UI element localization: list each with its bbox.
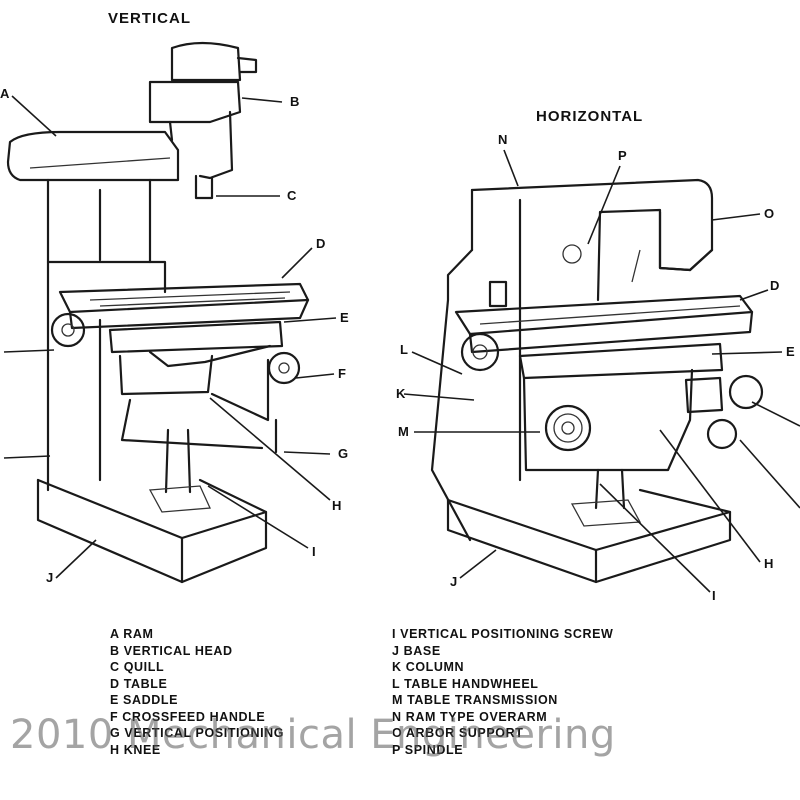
horizontal-mill-drawing (403, 149, 800, 593)
callout-m-horizontal: M (398, 424, 409, 439)
callout-e-vertical: E (340, 310, 349, 325)
callout-j-vertical: J (46, 570, 54, 585)
legend-item: K COLUMN (392, 660, 465, 674)
callout-b-vertical: B (290, 94, 300, 109)
legend-item: H KNEE (110, 742, 161, 757)
legend-item: L TABLE HANDWHEEL (392, 676, 539, 691)
callout-c-vertical: C (287, 188, 297, 203)
legend-item: C QUILL (110, 660, 165, 674)
callout-n-horizontal: N (498, 132, 508, 147)
callout-j-horizontal: J (450, 574, 458, 589)
legend-item: M TABLE TRANSMISSION (392, 693, 558, 707)
legend-item: G VERTICAL POSITIONING (110, 726, 285, 740)
callout-k-horizontal: K (396, 386, 406, 401)
callout-h-horizontal: H (764, 556, 774, 571)
legend-item: E SADDLE (110, 693, 179, 707)
legend-item: D TABLE (110, 676, 168, 691)
vertical-mill-drawing (3, 41, 337, 584)
callout-o-horizontal: O (764, 206, 775, 221)
legend-item: B VERTICAL HEAD (110, 643, 233, 658)
callout-d-horizontal: D (770, 278, 780, 293)
watermark-text: 2010 Mechanical Engineering (10, 712, 616, 758)
callout-h-vertical: H (332, 498, 342, 513)
callout-g-vertical: G (338, 446, 349, 461)
callout-f-vertical: F (338, 366, 346, 381)
callout-e-horizontal: E (786, 344, 795, 359)
callout-p-horizontal: P (618, 148, 627, 163)
legend-item: N RAM TYPE OVERARM (392, 709, 548, 724)
vertical-title: VERTICAL (108, 10, 191, 27)
legend-item: O ARBOR SUPPORT (392, 726, 524, 740)
legend-left: A RAM B VERTICAL HEAD C QUILL D TABLE E … (110, 626, 284, 758)
legend-item: F CROSSFEED HANDLE (110, 709, 266, 724)
legend-item: I VERTICAL POSITIONING SCREW (392, 627, 614, 641)
legend-right: I VERTICAL POSITIONING SCREW J BASE K CO… (392, 626, 613, 758)
callout-l-horizontal: L (400, 342, 408, 357)
legend-item: P SPINDLE (392, 742, 464, 757)
legend-item: J BASE (392, 643, 441, 658)
legend-item: A RAM (110, 627, 154, 641)
callout-a-vertical: A (0, 86, 10, 101)
callout-i-vertical: I (312, 544, 316, 559)
callout-i-horizontal: I (712, 588, 716, 603)
horizontal-title: HORIZONTAL (536, 108, 644, 125)
callout-d-vertical: D (316, 236, 326, 251)
